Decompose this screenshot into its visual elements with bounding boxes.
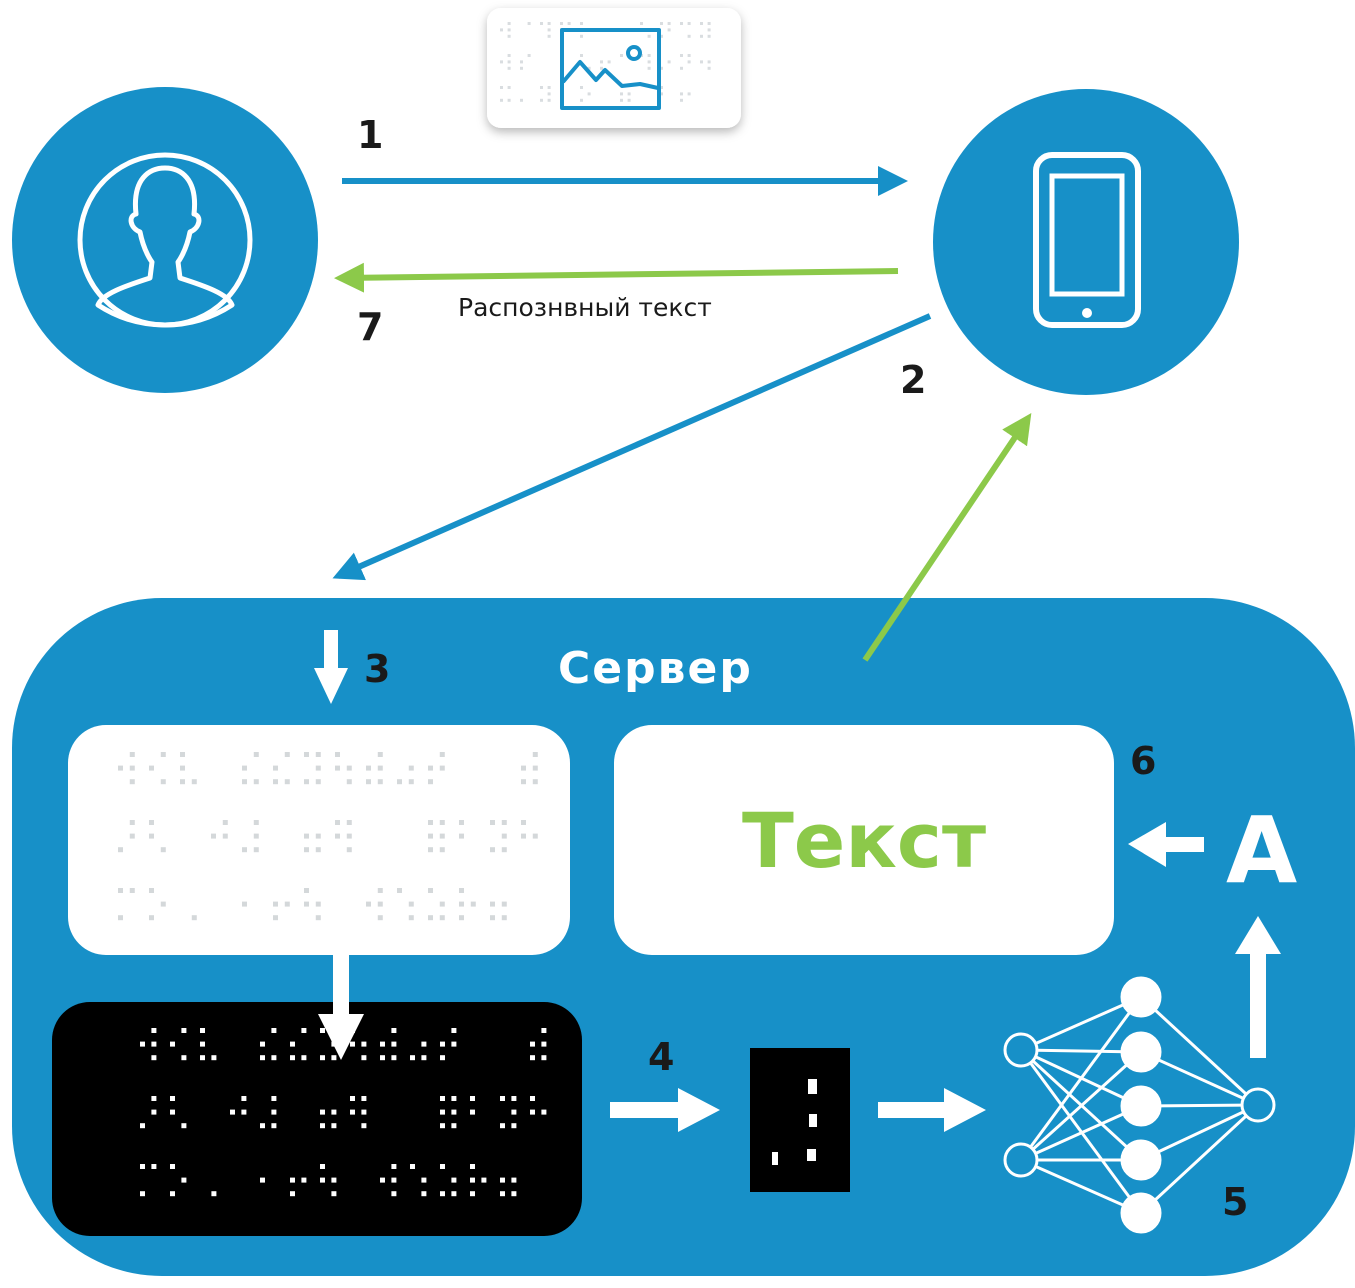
step-6-label: 6 xyxy=(1130,739,1156,783)
step-2-label: 2 xyxy=(900,358,926,402)
arrow-phone-to-user xyxy=(334,262,899,293)
step-5-label: 5 xyxy=(1222,1180,1248,1224)
braille-cell-dots xyxy=(772,1079,817,1165)
smartphone-icon xyxy=(1033,152,1141,328)
arrow-scan-to-binarized xyxy=(318,948,364,1060)
arrow-network-to-letter xyxy=(1235,916,1281,1058)
braille-scan-dots xyxy=(118,752,538,921)
step-3-label: 3 xyxy=(364,647,390,691)
recognized-letter: А xyxy=(1226,797,1297,904)
phone-node xyxy=(933,89,1239,395)
step-1-label: 1 xyxy=(357,113,383,157)
step-7-label: 7 xyxy=(357,305,383,349)
text-result-card xyxy=(614,725,1114,955)
arrow-server-to-phone xyxy=(862,413,1032,662)
braille-cell-segment xyxy=(750,1048,850,1192)
down-arrow-3 xyxy=(314,630,348,704)
step-4-label: 4 xyxy=(648,1035,674,1079)
image-icon xyxy=(560,28,661,110)
arrow-letter-to-text xyxy=(1128,822,1204,867)
recognized-text-caption: Распознвный текст xyxy=(458,293,712,322)
user-node xyxy=(12,87,318,393)
neural-network-icon xyxy=(1003,976,1276,1234)
arrow-to-network xyxy=(878,1088,986,1132)
server-title: Сервер xyxy=(558,643,753,694)
binarized-braille-dots xyxy=(140,1028,547,1197)
photo-card xyxy=(487,8,741,128)
text-result-label: Текст xyxy=(742,796,986,885)
arrow-to-segment xyxy=(610,1088,720,1132)
braille-scan-card xyxy=(68,725,570,955)
arrow-phone-to-server xyxy=(332,313,932,581)
binarized-braille-card xyxy=(52,1002,582,1236)
user-icon xyxy=(77,152,253,328)
